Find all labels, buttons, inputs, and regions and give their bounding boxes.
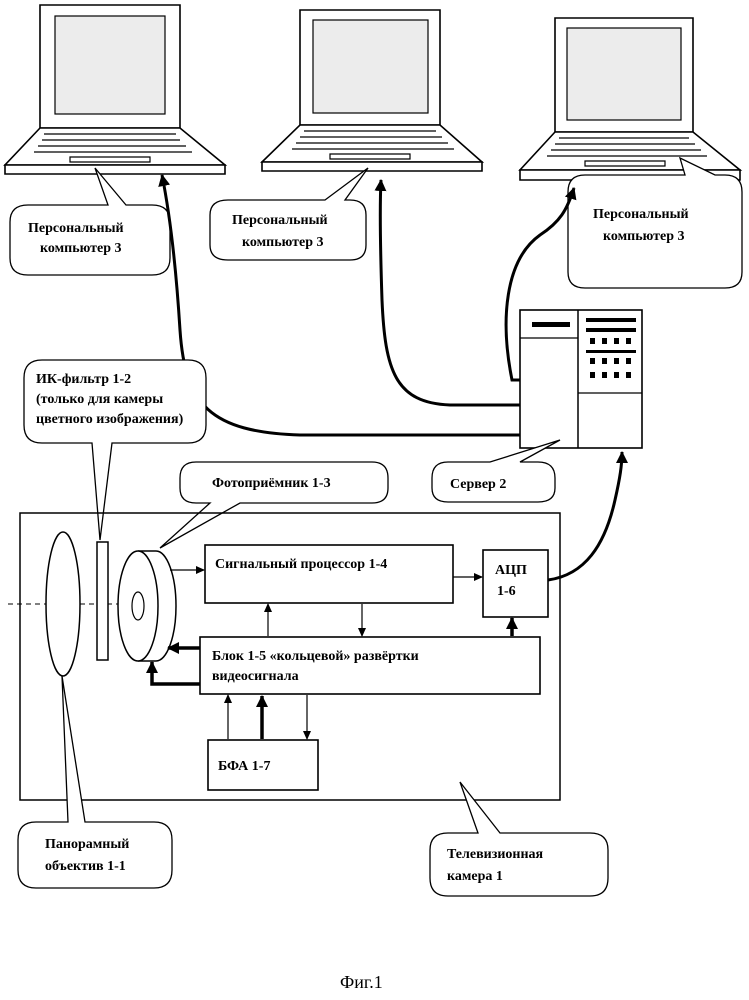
pc-left-label-line1: Персональный [28, 221, 124, 236]
ir-filter-label-line3: цветного изображения) [36, 412, 184, 427]
photodetector-label: Фотоприёмник 1-3 [212, 476, 331, 491]
ring-scan-block [200, 637, 540, 694]
callout-pc-left: Персональный компьютер 3 [10, 168, 170, 275]
panoramic-lens [46, 532, 80, 676]
tv-camera-label-line1: Телевизионная [447, 847, 544, 862]
laptop-right [520, 18, 740, 180]
server-label: Сервер 2 [450, 477, 506, 492]
adc-label-line2: 1-6 [497, 584, 516, 599]
pc-middle-label-line2: компьютер 3 [242, 235, 324, 250]
tv-camera-label-line2: камера 1 [447, 869, 503, 884]
callout-server: Сервер 2 [432, 440, 560, 502]
lens-label-line2: объектив 1-1 [45, 859, 126, 874]
lens-label-line1: Панорамный [45, 837, 129, 852]
ir-filter-plate [97, 542, 108, 660]
laptop-middle [262, 10, 482, 171]
bfa-label: БФА 1-7 [218, 759, 270, 774]
callout-tv-camera: Телевизионная камера 1 [430, 782, 608, 896]
adc-label-line1: АЦП [495, 563, 527, 578]
callout-pc-right: Персональный компьютер 3 [568, 158, 742, 288]
ring-scan-label-line1: Блок 1-5 «кольцевой» развёртки [212, 649, 419, 664]
pc-middle-label-line1: Персональный [232, 213, 328, 228]
pc-right-label-line2: компьютер 3 [603, 229, 685, 244]
server [520, 310, 642, 448]
laptop-left [5, 5, 225, 174]
callout-panoramic-lens: Панорамный объектив 1-1 [18, 676, 172, 888]
pc-left-label-line2: компьютер 3 [40, 241, 122, 256]
signal-processor-label: Сигнальный процессор 1-4 [215, 557, 387, 572]
ir-filter-label-line1: ИК-фильтр 1-2 [36, 372, 131, 387]
pc-right-label-line1: Персональный [593, 207, 689, 222]
figure-caption: Фиг.1 [340, 972, 383, 992]
ir-filter-label-line2: (только для камеры [36, 392, 163, 407]
photodetector-ring [118, 551, 176, 661]
callout-photodetector: Фотоприёмник 1-3 [160, 462, 388, 548]
callout-pc-middle: Персональный компьютер 3 [210, 168, 368, 260]
signal-processor-block [205, 545, 453, 603]
ring-scan-label-line2: видеосигнала [212, 669, 299, 684]
